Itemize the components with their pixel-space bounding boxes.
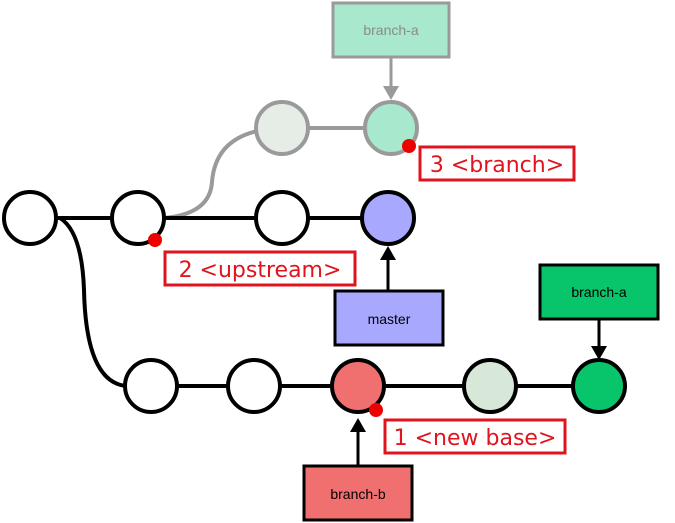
callout-new-base: 1 <new base> (394, 426, 557, 451)
commit-rebased (462, 358, 518, 414)
branch-a-old-label: branch-a (363, 22, 418, 38)
marker-dot-new-base (369, 403, 383, 417)
marker-dot-branch (402, 139, 416, 153)
marker-dot-upstream (148, 233, 162, 247)
branch-b-box (302, 464, 414, 522)
branch-arrows (350, 58, 607, 465)
commit-b1 (123, 358, 179, 414)
arrow-head-branch-a-new (591, 346, 607, 360)
edge-branch-a-fork (163, 126, 283, 220)
callout-upstream: 2 <upstream> (179, 258, 342, 283)
commit-b2 (226, 358, 282, 414)
commit-upstream (110, 190, 166, 246)
commits (2, 100, 627, 414)
callout-new-base-box (383, 418, 567, 455)
edge-branch-b-fork (58, 216, 127, 388)
callout-branch: 3 <branch> (430, 153, 564, 178)
commit-root (2, 190, 58, 246)
branch-labels: branch-a master branch-a branch-b (302, 1, 660, 522)
branch-a-new-label: branch-a (571, 284, 626, 300)
commit-faded-branch-a (363, 100, 419, 156)
arrow-head-master (380, 246, 396, 260)
commit-branch-a-new-head (571, 358, 627, 414)
arrow-head-branch-b (350, 418, 366, 432)
callout-branch-box (418, 145, 576, 182)
arrow-head-branch-a-old (383, 86, 399, 100)
marker-dots (148, 139, 416, 417)
commit-master-1 (254, 190, 310, 246)
master-label: master (368, 311, 411, 327)
callout-upstream-box (163, 250, 357, 287)
commit-faded-1 (254, 100, 310, 156)
commit-master-head (360, 190, 416, 246)
commit-branch-b-head (330, 358, 386, 414)
callouts: 3 <branch> 2 <upstream> 1 <new base> (163, 145, 576, 455)
branch-a-old-box (331, 1, 451, 59)
branch-a-new-box (538, 263, 660, 321)
master-box (333, 289, 445, 347)
branch-b-label: branch-b (330, 486, 385, 502)
